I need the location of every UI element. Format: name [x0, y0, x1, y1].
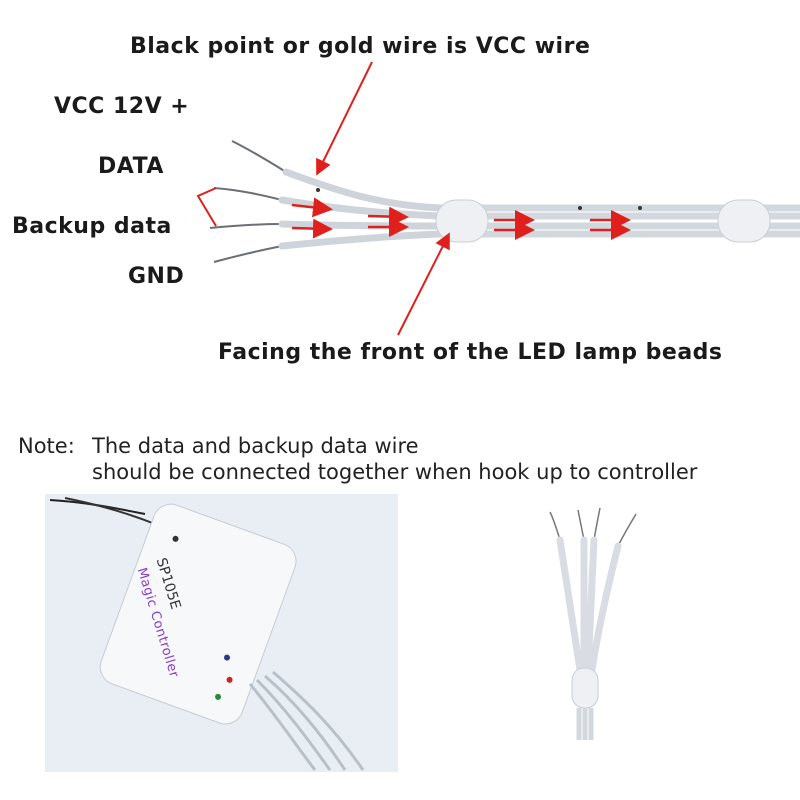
- gnd-label: GND: [128, 264, 185, 289]
- note-line-2: should be connected together when hook u…: [92, 460, 698, 484]
- data-label: DATA: [98, 154, 164, 179]
- controller-body: [99, 503, 297, 725]
- vcc-callout-arrow: [316, 61, 373, 176]
- wire-end-led-bead: [571, 667, 599, 709]
- wire-end-strip-wires: [576, 708, 594, 740]
- note-line-1: The data and backup data wire: [92, 434, 419, 458]
- led-bead-1: [435, 199, 489, 243]
- led-bead-2: [717, 199, 771, 243]
- controller-output-wires: [248, 670, 365, 771]
- backup-data-bracket: [196, 187, 217, 227]
- note-prefix: Note:: [18, 434, 75, 458]
- data-direction-arrows: [291, 197, 631, 240]
- bare-wire-ends: [209, 140, 287, 263]
- controller-illustration: [49, 497, 365, 771]
- controller-photo: [45, 494, 398, 772]
- vcc-black-points: [316, 188, 642, 210]
- wire-end-jackets: [556, 536, 622, 674]
- vcc-label: VCC 12V +: [54, 94, 190, 119]
- front-callout-arrow: [397, 232, 450, 336]
- backup-data-label: Backup data: [12, 214, 172, 239]
- jacketed-wires: [278, 168, 444, 250]
- vcc-wire-callout: Black point or gold wire is VCC wire: [130, 34, 591, 59]
- led-front-callout: Facing the front of the LED lamp beads: [218, 340, 723, 365]
- wire-end-bare-tips: [549, 507, 637, 547]
- led-strip-wiring-diagram: [196, 61, 800, 336]
